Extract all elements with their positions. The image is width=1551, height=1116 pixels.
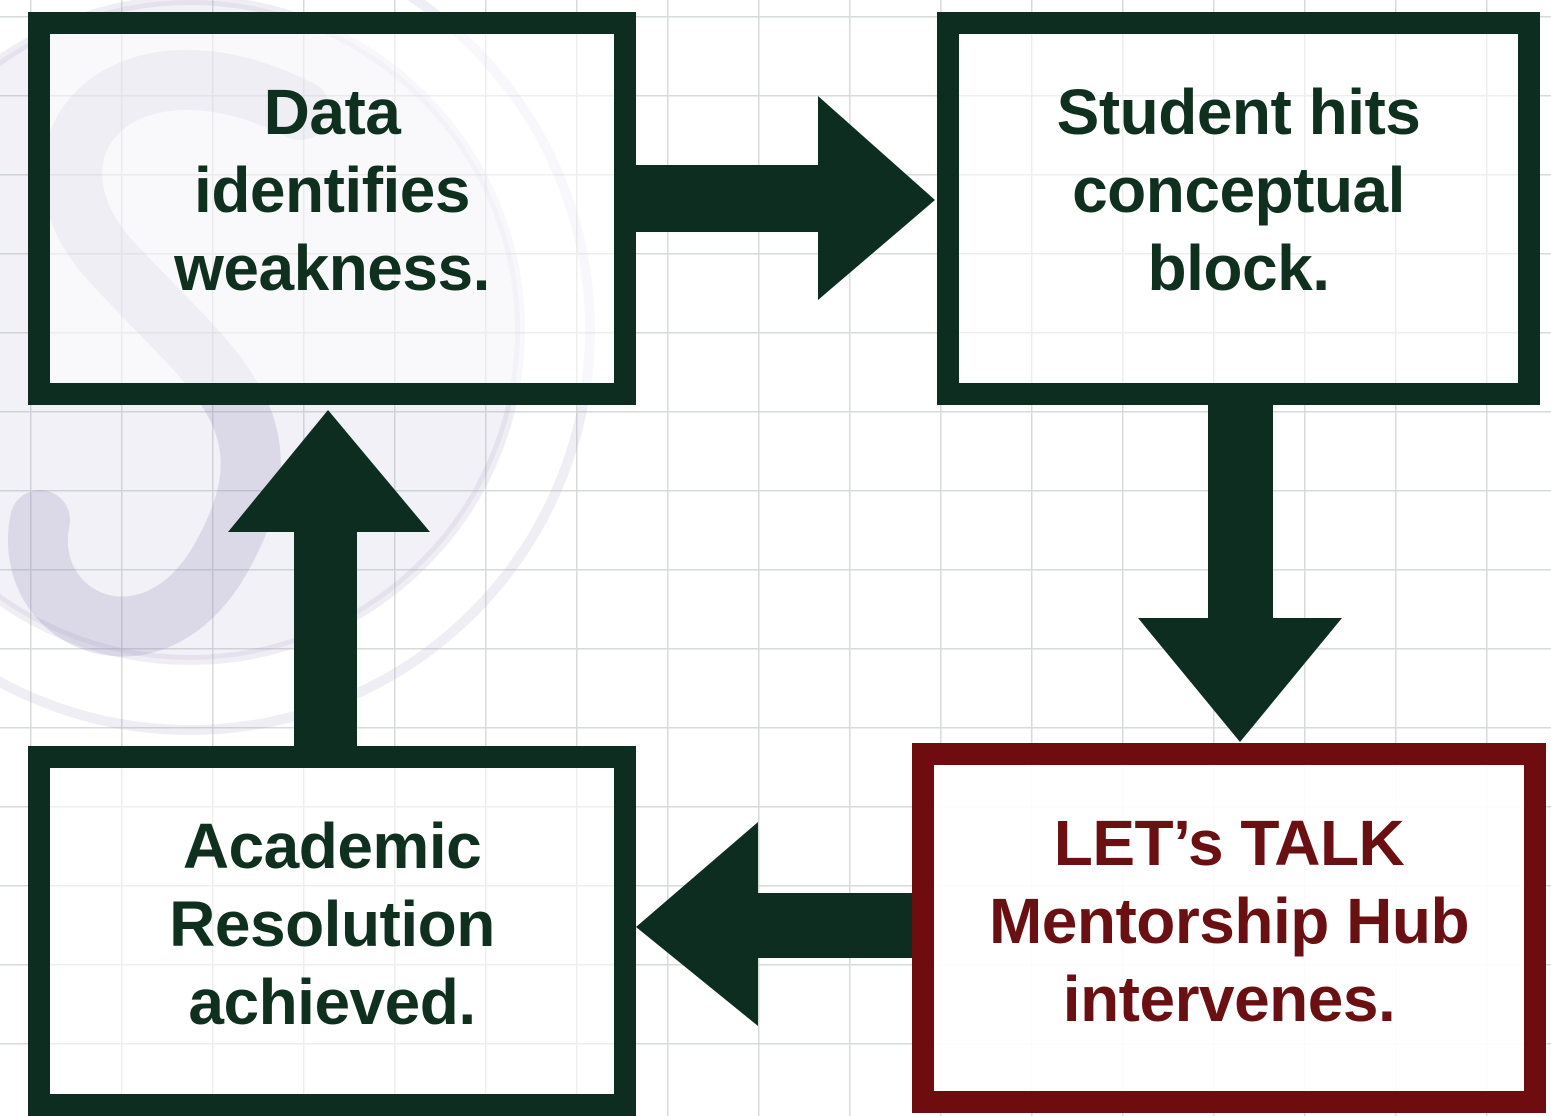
step-label: Academic Resolution achieved. [169, 807, 495, 1041]
step-data-identifies-weakness: Data identifies weakness. [28, 12, 636, 405]
step-lets-talk-intervenes: LET’s TALK Mentorship Hub intervenes. [912, 743, 1546, 1113]
step-label-line: LET’s TALK [1053, 806, 1405, 879]
arrow-right [636, 96, 935, 300]
step-label-line: conceptual [1072, 153, 1405, 226]
step-label-line: identifies [194, 153, 470, 226]
arrow-down [1138, 405, 1342, 742]
step-label-line: weakness. [174, 231, 490, 304]
step-label: Student hits conceptual block. [1057, 73, 1421, 307]
step-academic-resolution: Academic Resolution achieved. [28, 746, 636, 1116]
step-label-line: Data [263, 75, 401, 148]
step-label-line: Resolution [169, 887, 495, 960]
step-student-hits-block: Student hits conceptual block. [937, 12, 1540, 405]
step-label-line: Academic [182, 809, 482, 882]
step-label-line: block. [1147, 231, 1330, 304]
arrow-up [228, 410, 430, 746]
step-label-line: Mentorship Hub [988, 884, 1470, 957]
step-label: LET’s TALK Mentorship Hub intervenes. [988, 804, 1470, 1038]
step-label: Data identifies weakness. [174, 73, 490, 307]
arrow-left [636, 822, 912, 1026]
step-label-line: Student hits [1056, 75, 1421, 148]
step-label-line: achieved. [188, 965, 476, 1038]
step-label-line: intervenes. [1062, 962, 1396, 1035]
